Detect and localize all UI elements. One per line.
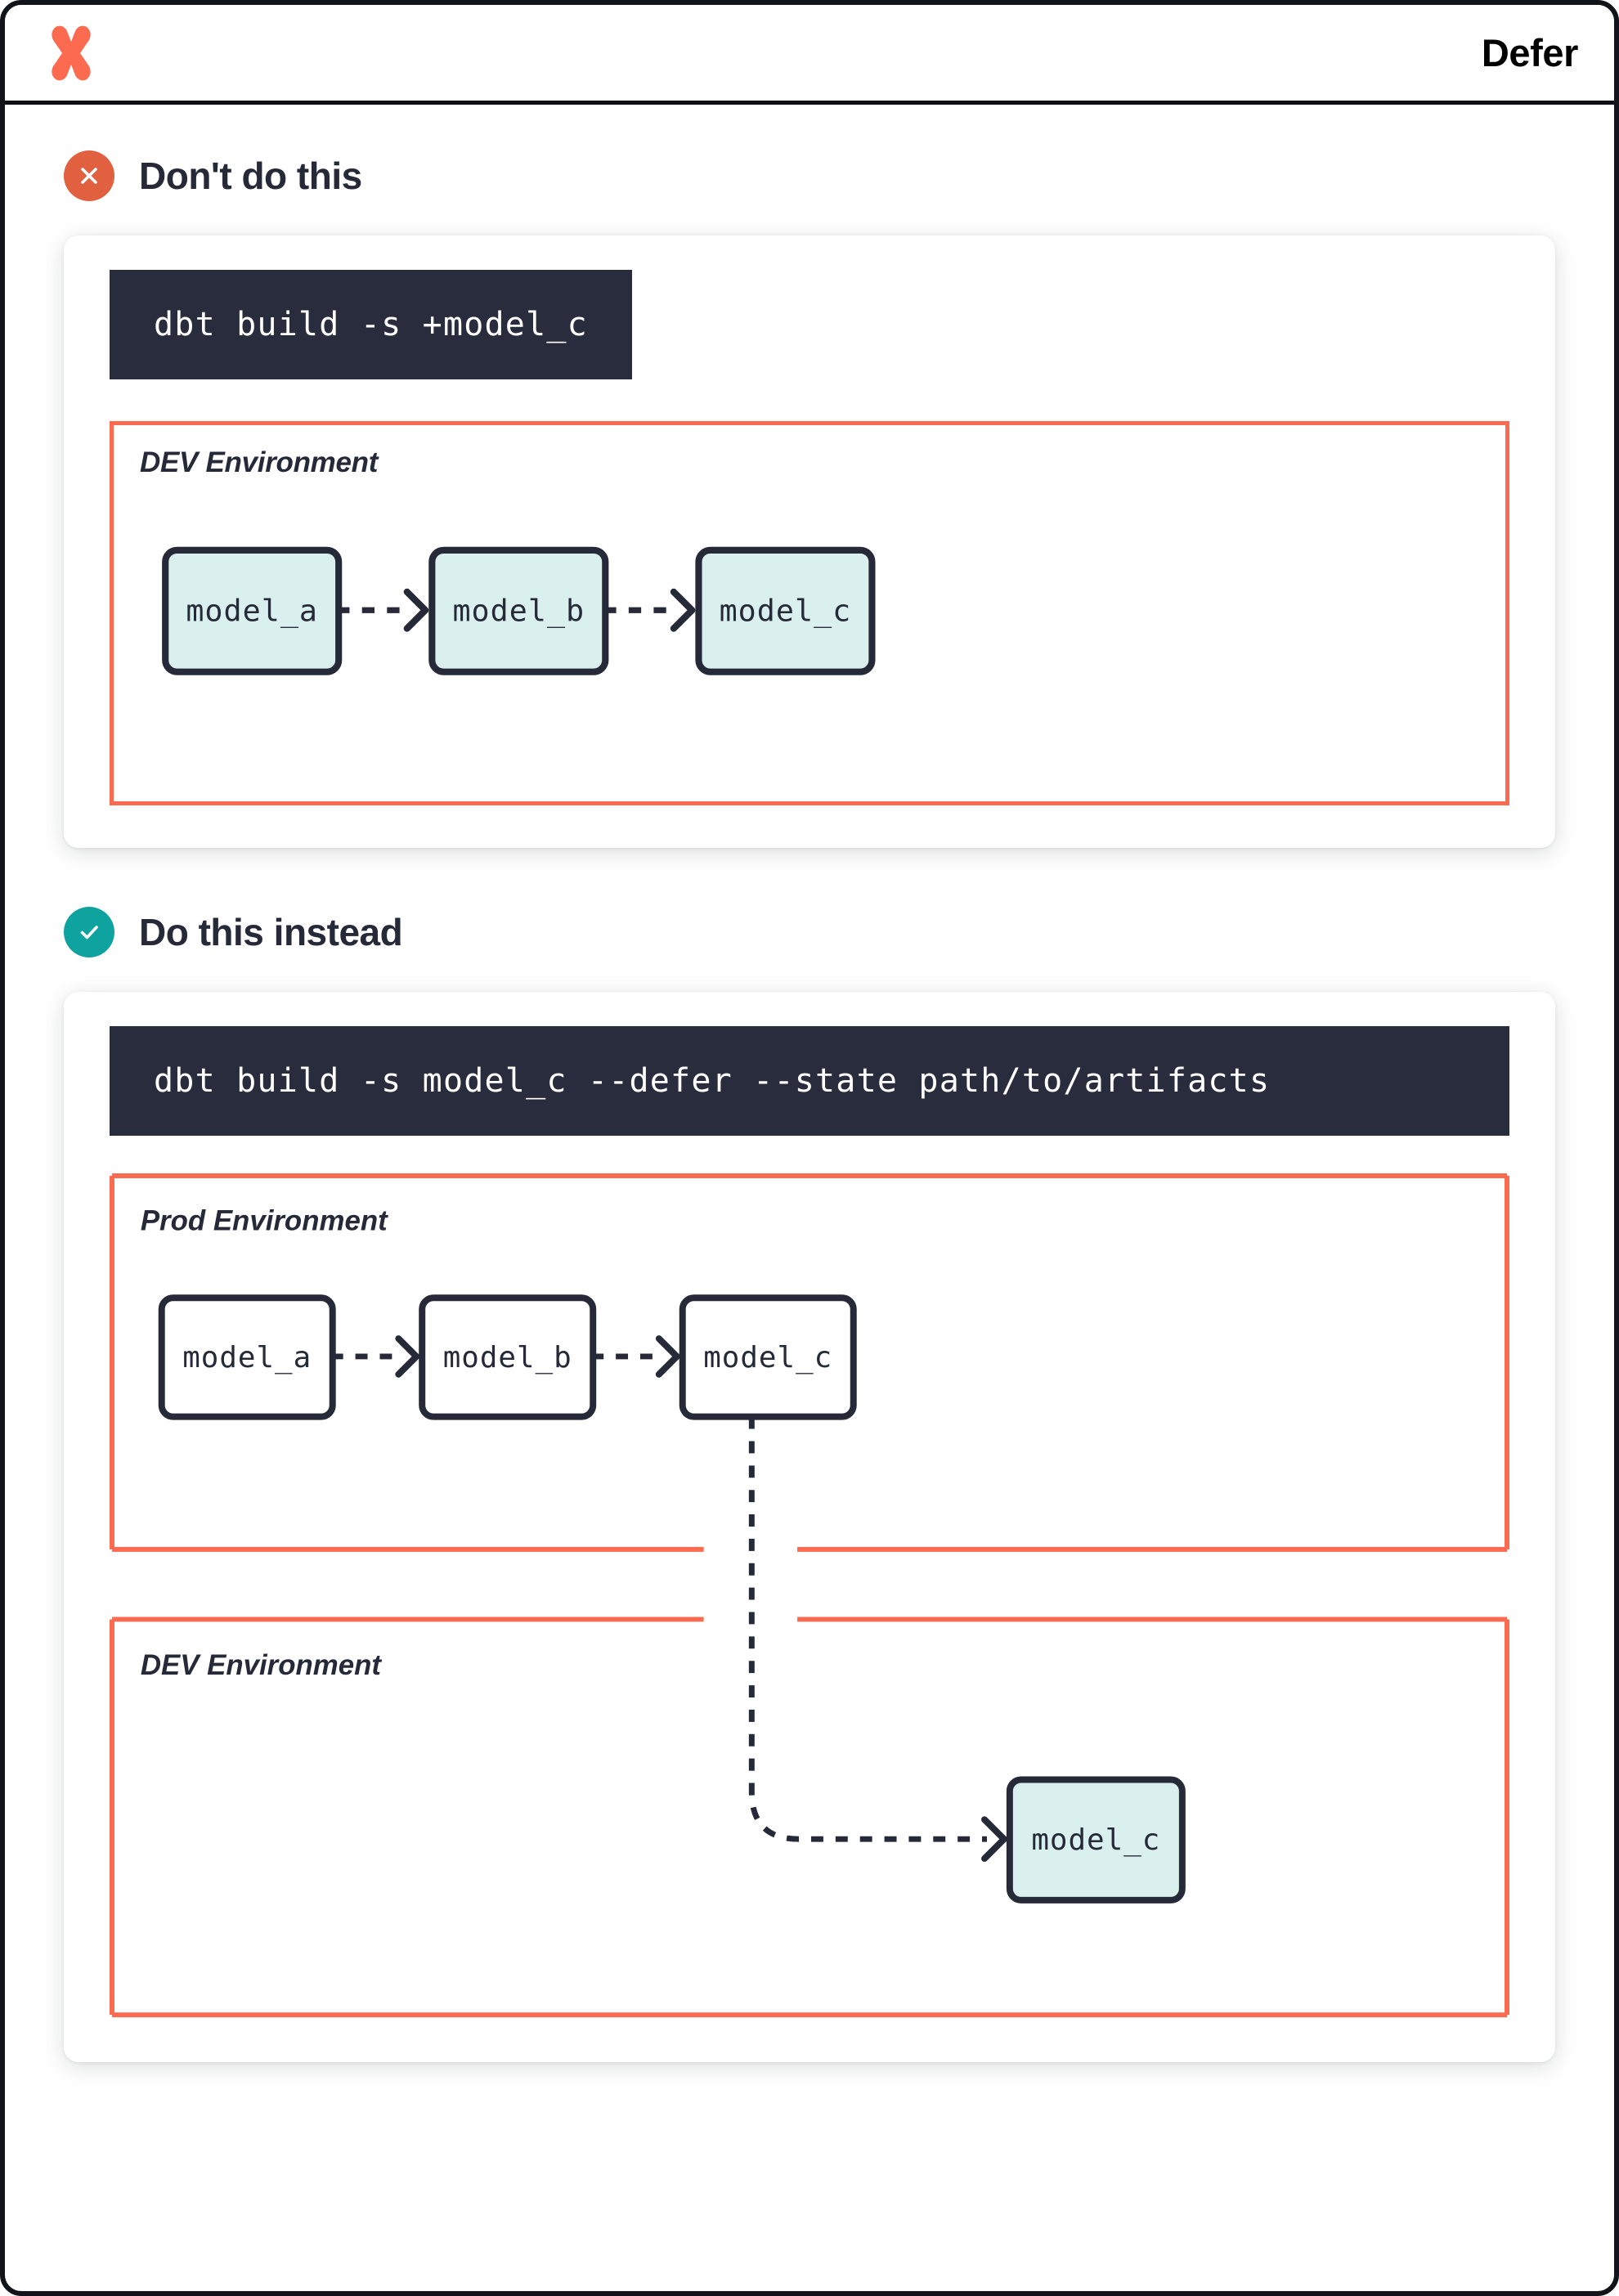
env-box-dev-1: DEV Environment: [110, 421, 1509, 805]
x-circle-icon: [64, 150, 114, 201]
node-label: model_c: [703, 1341, 832, 1374]
code-block-do: dbt build -s model_c --defer --state pat…: [110, 1026, 1509, 1136]
section-dont-do-this: Don't do this dbt build -s +model_c DEV …: [64, 150, 1555, 848]
node-label: model_c: [720, 594, 852, 630]
dag-diagram-dont: model_a model_b model_c: [162, 546, 876, 675]
env-box-prod: [110, 1173, 1509, 1552]
section-heading-dont: Don't do this: [64, 150, 1555, 201]
dag-diagram-do: Prod Environment model_a: [110, 1173, 1509, 2018]
defer-connector-edge: [748, 1416, 987, 1842]
node-label: model_a: [186, 594, 318, 630]
section-title-dont: Don't do this: [139, 155, 362, 197]
page-title: Defer: [1481, 31, 1579, 74]
node-model-b-dev[interactable]: model_b: [428, 546, 609, 675]
page-header: Defer: [5, 5, 1614, 105]
dbt-logo-icon: [46, 24, 96, 83]
node-model-a-dev[interactable]: model_a: [162, 546, 343, 675]
code-block-dont: dbt build -s +model_c: [110, 270, 632, 379]
env-label-prod: Prod Environment: [141, 1205, 388, 1237]
node-label: model_b: [452, 594, 585, 630]
section-do-this-instead: Do this instead dbt build -s model_c --d…: [64, 907, 1555, 2063]
node-model-a-prod[interactable]: model_a: [158, 1294, 336, 1420]
env-box-dev-2: [110, 1617, 1509, 2018]
section-heading-do: Do this instead: [64, 907, 1555, 957]
node-label: model_a: [182, 1341, 312, 1374]
node-model-c-dev-2[interactable]: model_c: [1006, 1776, 1186, 1904]
section-title-do: Do this instead: [139, 911, 403, 953]
card-dont: dbt build -s +model_c DEV Environment: [64, 235, 1555, 848]
check-circle-icon: [64, 907, 114, 957]
page-body: Don't do this dbt build -s +model_c DEV …: [5, 105, 1614, 2063]
env-label-dev-2: DEV Environment: [141, 1649, 383, 1681]
node-label: model_c: [1031, 1823, 1160, 1857]
node-label: model_b: [443, 1341, 572, 1374]
node-model-b-prod[interactable]: model_b: [419, 1294, 597, 1420]
defer-connector-arrowhead: [981, 1816, 1007, 1863]
env-label-dev-1: DEV Environment: [140, 446, 379, 478]
node-model-c-prod[interactable]: model_c: [679, 1294, 857, 1420]
node-model-c-dev[interactable]: model_c: [695, 546, 876, 675]
card-do: dbt build -s model_c --defer --state pat…: [64, 992, 1555, 2063]
